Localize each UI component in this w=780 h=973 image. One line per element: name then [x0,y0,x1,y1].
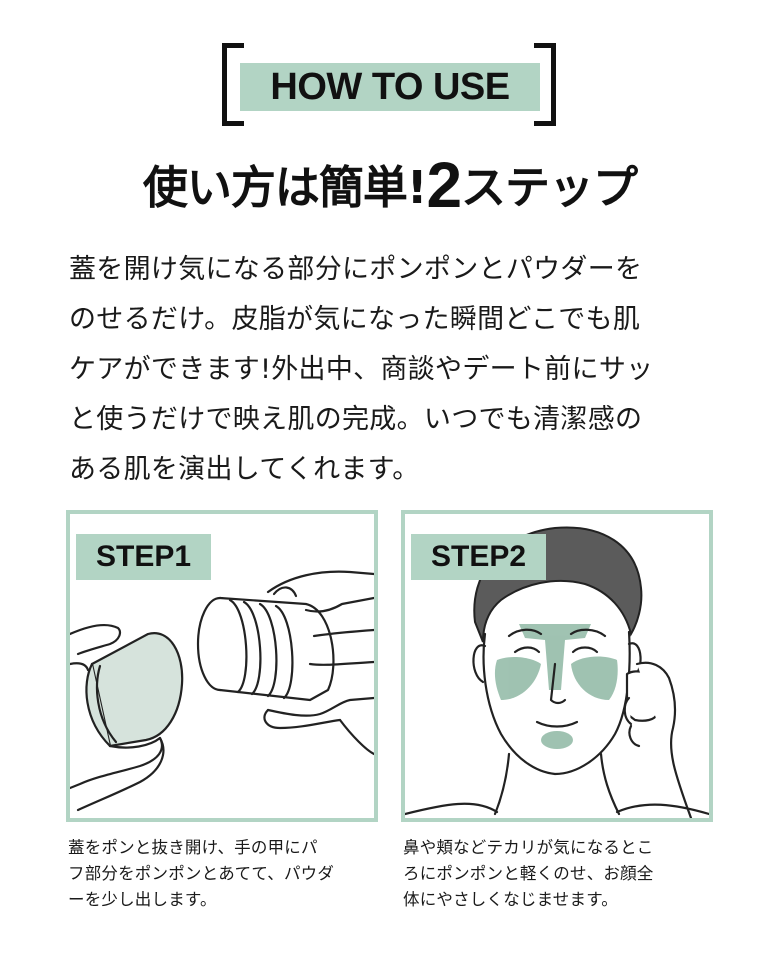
tzone-highlight [494,624,618,749]
caption-line: フ部分をポンポンとあてて、パウダ [68,864,335,883]
step1-illustration [70,570,374,812]
intro-line: と使うだけで映え肌の完成。いつでも清潔感の [69,404,643,435]
caption-line: ろにポンポンと軽くのせ、お顔全 [403,864,654,883]
intro-line: のせるだけ。皮脂が気になった瞬間どこでも肌 [69,304,641,335]
bracket-left-decoration [222,43,244,126]
how-to-use-badge: HOW TO USE [240,63,540,111]
step2-caption: 鼻や頬などテカリが気になるとこ ろにポンポンと軽くのせ、お顔全 体にやさしくなじ… [403,835,715,913]
intro-paragraph: 蓋を開け気になる部分にポンポンとパウダーを のせるだけ。皮脂が気になった瞬間どこ… [69,245,719,495]
step2-label: STEP2 [411,534,547,580]
step1-caption: 蓋をポンと抜き開け、手の甲にパ フ部分をポンポンとあてて、パウダ ーを少し出しま… [68,835,380,913]
caption-line: 体にやさしくなじませます。 [403,890,618,909]
step1-panel: STEP1 [66,510,378,822]
headline-pre: 使い方は簡単! [142,161,428,214]
headline-post: ステップ [461,161,638,214]
intro-line: ケアができます!外出中、商談やデート前にサッ [69,354,654,385]
step2-panel: STEP2 [401,510,713,822]
step1-label: STEP1 [76,534,212,580]
caption-line: 鼻や頬などテカリが気になるとこ [403,838,654,857]
bracket-right-decoration [534,43,556,126]
headline-number: 2 [426,149,462,221]
caption-line: 蓋をポンと抜き開け、手の甲にパ [68,838,318,857]
intro-line: 蓋を開け気になる部分にポンポンとパウダーを [69,254,643,285]
page-headline: 使い方は簡単!2ステップ [0,148,780,222]
caption-line: ーを少し出します。 [68,890,217,909]
intro-line: ある肌を演出してくれます。 [69,454,420,485]
